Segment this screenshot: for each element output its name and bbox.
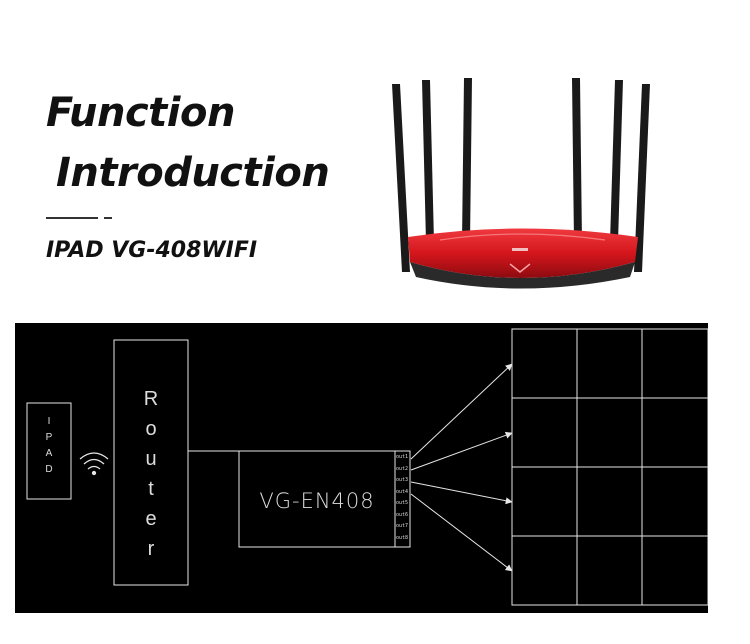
label-letter: e: [145, 508, 157, 530]
label-letter: A: [45, 448, 53, 459]
port-label: out3: [396, 477, 409, 483]
port-label: out7: [396, 523, 409, 529]
output-arrow: [410, 431, 513, 471]
title-underline-dash: [104, 217, 112, 219]
output-arrow: [410, 493, 513, 572]
label-letter: P: [45, 432, 53, 443]
label-letter: o: [145, 418, 157, 440]
label-letter: I: [47, 416, 51, 427]
label-letter: u: [145, 448, 157, 470]
label-letter: R: [143, 388, 159, 410]
port-label: out2: [396, 465, 409, 472]
product-subtitle: IPAD VG-408WIFI: [46, 238, 258, 263]
port-strip: [394, 450, 411, 548]
router-product-image: [392, 78, 650, 289]
port-label: out5: [396, 500, 409, 506]
label-letter: D: [45, 464, 53, 475]
title-introduction: Introduction: [56, 150, 330, 196]
label-letter: t: [148, 478, 154, 500]
wifi-icon: [79, 452, 109, 476]
router-box: [113, 339, 189, 586]
port-label: out6: [396, 511, 409, 518]
output-arrow: [410, 481, 513, 505]
title-underline: [46, 217, 98, 219]
port-label: out8: [396, 534, 409, 541]
port-label: out4: [396, 488, 409, 495]
vg-en408-label: VG-EN408: [259, 489, 375, 513]
connection-diagram: [15, 323, 708, 613]
ipad-box: [26, 402, 72, 500]
port-label: out1: [396, 454, 409, 460]
label-letter: r: [147, 538, 155, 560]
output-arrow: [410, 363, 513, 460]
title-function: Function: [46, 90, 235, 136]
